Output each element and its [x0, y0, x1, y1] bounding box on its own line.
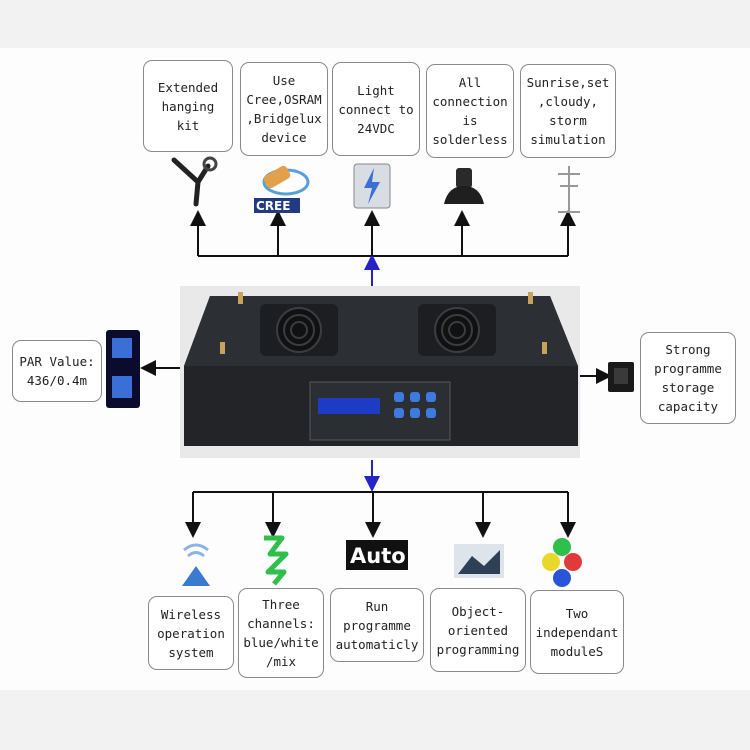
left-fan [260, 304, 338, 356]
feature-box-auto: Run programme automaticly [330, 588, 424, 662]
svg-text:CREE: CREE [256, 199, 290, 213]
brass-standoffs [220, 292, 547, 354]
led-light-device [180, 286, 580, 458]
wireless-icon [182, 543, 210, 586]
feature-box-par: PAR Value: 436/0.4m [12, 340, 102, 402]
right-fan [418, 304, 496, 356]
feature-box-weather: Sunrise,set ,cloudy, storm simulation [520, 64, 616, 158]
feature-box-cree: Use Cree,OSRAM ,Bridgelux device [240, 62, 328, 156]
svg-text:Auto: Auto [350, 544, 406, 568]
auto-icon: Auto [346, 540, 408, 570]
cree-led-icon: CREE [254, 165, 310, 213]
feature-box-channels: Three channels: blue/white /mix [238, 588, 324, 678]
storage-chip-icon [608, 362, 634, 392]
control-panel [309, 381, 451, 441]
modules-icon [542, 538, 582, 587]
par-meter-icon [106, 330, 140, 408]
feature-box-hanging-kit: Extended hanging kit [143, 60, 233, 152]
feature-box-power: Light connect to 24VDC [332, 62, 420, 156]
hanging-kit-icon [171, 156, 218, 207]
feature-box-wireless: Wireless operation system [148, 596, 234, 670]
feature-box-solderless: All connection is solderless [426, 64, 514, 158]
channels-icon [264, 535, 289, 586]
connector-plug-icon [444, 168, 484, 204]
feature-box-storage: Strong programme storage capacity [640, 332, 736, 424]
weather-sim-icon [558, 166, 580, 213]
feature-box-programming: Object- oriented programming [430, 588, 526, 672]
power-connector-icon [353, 163, 391, 209]
programming-icon [454, 544, 504, 578]
feature-box-modules: Two independant moduleS [530, 590, 624, 674]
